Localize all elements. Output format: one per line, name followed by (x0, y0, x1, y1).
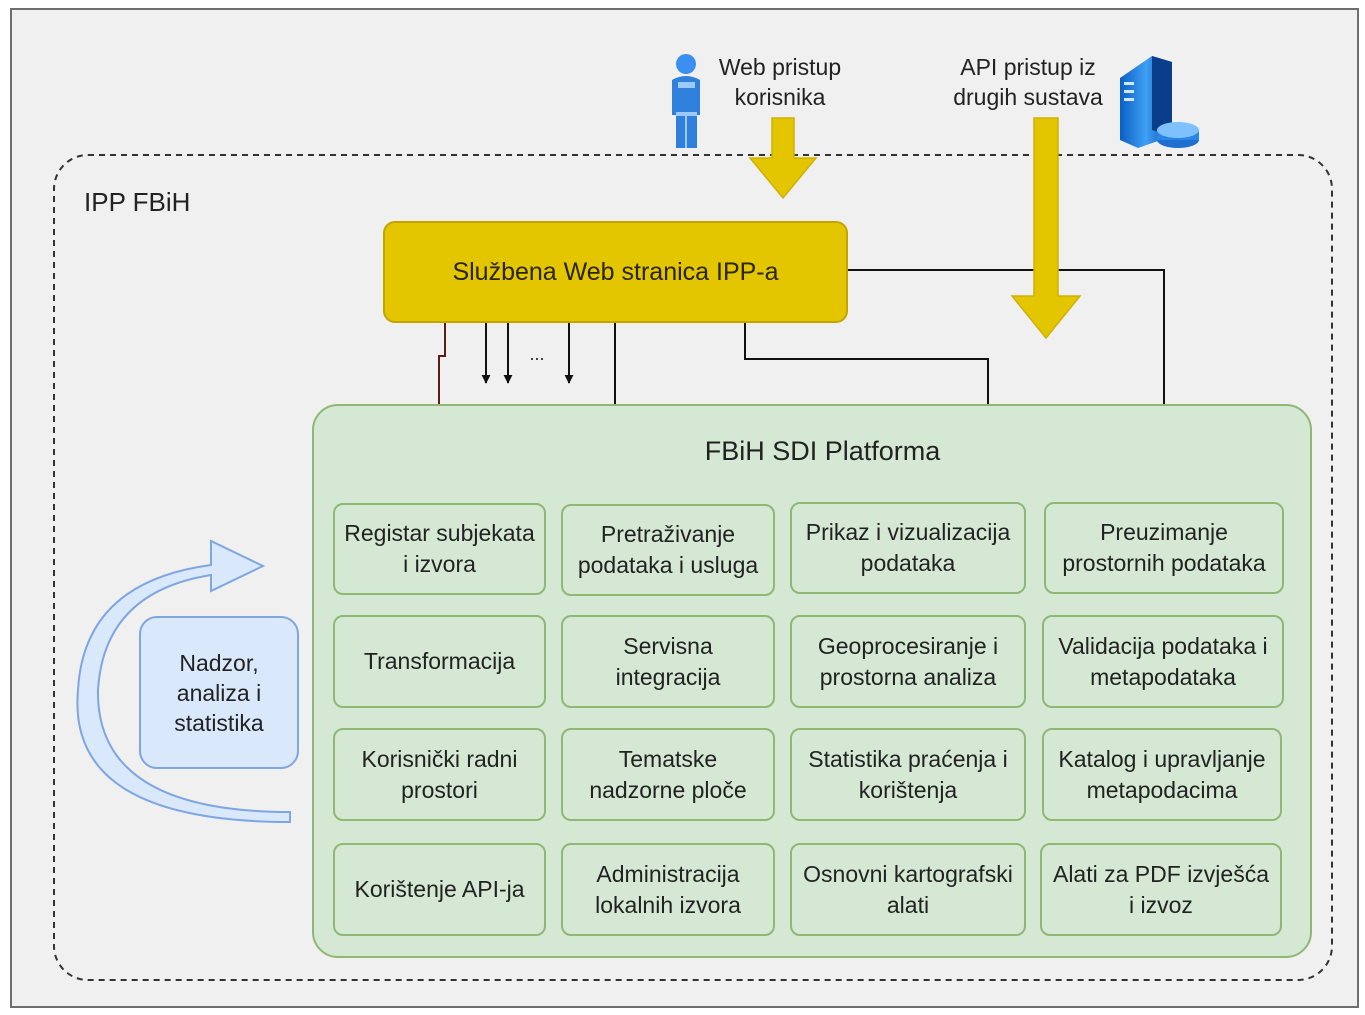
module-registar: Registar subjekata i izvora (333, 503, 546, 595)
module-api: Korištenje API-ja (333, 843, 546, 936)
module-administracija: Administracija lokalnih izvora (561, 843, 775, 936)
api-access-arrow (1010, 117, 1082, 340)
module-katalog: Katalog i upravljanje metapodacima (1042, 728, 1282, 821)
module-transformacija: Transformacija (333, 615, 546, 708)
module-kartografski-alati: Osnovni kartografski alati (790, 843, 1026, 936)
user-icon (672, 54, 700, 148)
official-website-box: Službena Web stranica IPP-a (383, 221, 848, 323)
monitoring-box: Nadzor, analiza i statistika (139, 616, 299, 769)
server-database-icon (1120, 56, 1199, 148)
module-pretrazivanje: Pretraživanje podataka i usluga (561, 504, 775, 596)
module-validacija: Validacija podataka i metapodataka (1042, 615, 1284, 708)
cycle-arrow (76, 539, 291, 824)
module-preuzimanje: Preuzimanje prostornih podataka (1044, 502, 1284, 594)
ellipsis-label: ... (529, 344, 545, 364)
module-servisna-integracija: Servisna integracija (561, 615, 775, 708)
ipp-container-border (53, 154, 1333, 981)
web-access-arrow (748, 117, 818, 200)
api-access-label: API pristup iz drugih sustava (953, 54, 1103, 110)
module-radni-prostori: Korisnički radni prostori (333, 728, 546, 821)
module-nadzorne-ploce: Tematske nadzorne ploče (561, 728, 775, 821)
ipp-container-label: IPP FBiH (84, 187, 191, 217)
module-statistika: Statistika praćenja i korištenja (790, 728, 1026, 821)
module-geoprocesiranje: Geoprocesiranje i prostorna analiza (790, 615, 1026, 708)
module-prikaz: Prikaz i vizualizacija podataka (790, 502, 1026, 594)
web-access-label: Web pristup korisnika (718, 54, 842, 110)
module-pdf-izvoz: Alati za PDF izvješća i izvoz (1040, 843, 1282, 936)
sdi-platform-title: FBiH SDI Platforma (704, 436, 941, 466)
